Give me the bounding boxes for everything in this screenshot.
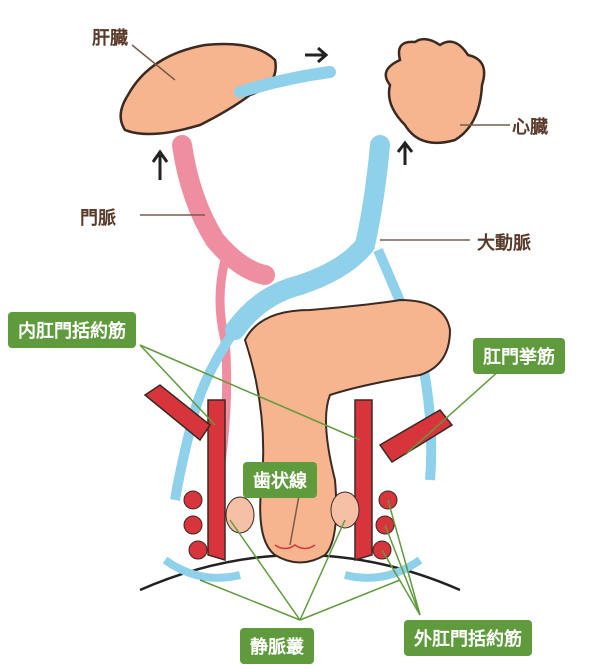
venous-plexus-label: 静脈叢 [240, 628, 314, 664]
levator-ani-label: 肛門挙筋 [473, 338, 565, 374]
arrow-up-portal-icon [153, 152, 167, 180]
liver-label: 肝臓 [92, 24, 128, 50]
portal-vein [182, 145, 265, 275]
internal-sphincter-right [355, 400, 372, 560]
dentate-line-label: 歯状線 [243, 462, 317, 498]
levator-ani-right [380, 410, 452, 462]
arrow-to-heart-icon [305, 48, 326, 62]
external-sphincter-left-3 [189, 541, 207, 559]
internal-sphincter-label: 内肛門括約筋 [8, 312, 136, 348]
venous-plexus-left [226, 497, 254, 533]
venous-plexus-right [331, 492, 359, 528]
aorta-vessel [235, 145, 380, 330]
internal-sphincter-left [208, 400, 225, 560]
external-sphincter-label: 外肛門括約筋 [404, 620, 532, 656]
arrow-up-heart-icon [398, 143, 412, 165]
external-sphincter-left-1 [184, 491, 202, 509]
aorta-label: 大動脈 [477, 229, 531, 255]
portal-vein-label: 門脈 [80, 204, 116, 230]
heart-label: 心臓 [512, 113, 548, 139]
heart [386, 39, 484, 143]
external-sphincter-left-2 [184, 516, 202, 534]
